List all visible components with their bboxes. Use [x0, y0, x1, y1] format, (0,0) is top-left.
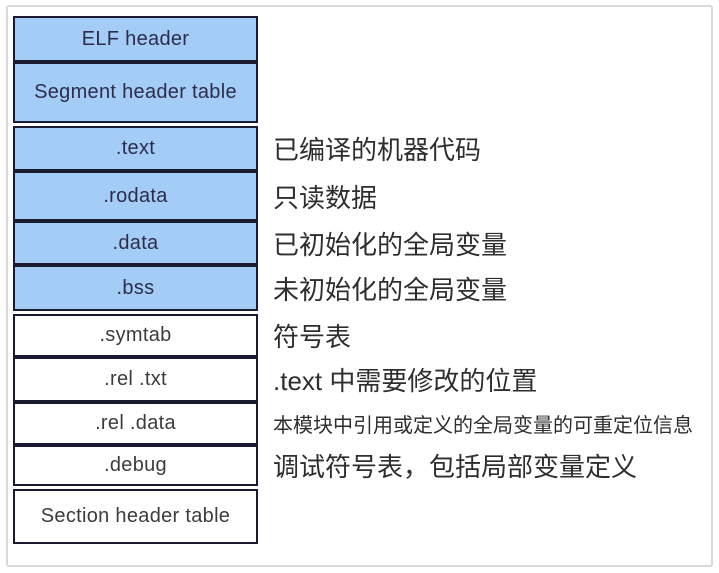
section-label: Section header table — [40, 505, 231, 527]
table-row-rodata: .rodata 只读数据 — [13, 171, 693, 221]
table-row-section-header-table: Section header table — [13, 489, 693, 544]
section-desc: 符号表 — [273, 322, 352, 352]
section-label: Segment header table — [34, 81, 237, 103]
section-label: .rodata — [103, 184, 168, 207]
section-cell-bss: .bss — [13, 265, 258, 311]
section-cell-segment-header-table: Segment header table — [13, 62, 258, 123]
section-desc: 本模块中引用或定义的全局变量的可重定位信息 — [273, 415, 693, 437]
section-cell-section-header-table: Section header table — [13, 489, 258, 544]
table-row-rel-txt: .rel .txt .text 中需要修改的位置 — [13, 357, 693, 402]
section-desc: 只读数据 — [273, 182, 378, 213]
section-cell-debug: .debug — [13, 445, 258, 486]
section-cell-elf-header: ELF header — [13, 16, 258, 62]
table-row-segment-header-table: Segment header table — [13, 62, 693, 123]
section-label: .rel .txt — [104, 368, 167, 390]
section-desc: 调试符号表，包括局部变量定义 — [273, 452, 638, 482]
section-cell-text: .text — [13, 126, 258, 171]
table-row-data: .data 已初始化的全局变量 — [13, 221, 693, 265]
table-row-symtab: .symtab 符号表 — [13, 314, 693, 357]
section-label: ELF header — [81, 27, 190, 50]
section-cell-symtab: .symtab — [13, 314, 258, 357]
elf-layout-table: ELF header Segment header table .text 已编… — [13, 16, 693, 544]
section-desc: 未初始化的全局变量 — [273, 274, 508, 305]
table-row-debug: .debug 调试符号表，包括局部变量定义 — [13, 445, 693, 486]
section-desc: .text 中需要修改的位置 — [273, 366, 538, 396]
table-row-rel-data: .rel .data 本模块中引用或定义的全局变量的可重定位信息 — [13, 402, 693, 445]
section-label: .text — [115, 137, 156, 159]
section-label: .data — [112, 231, 159, 254]
section-label: .debug — [104, 454, 167, 476]
section-desc: 已编译的机器代码 — [273, 135, 482, 165]
section-cell-rel-txt: .rel .txt — [13, 357, 258, 402]
section-cell-rel-data: .rel .data — [13, 402, 258, 445]
section-cell-data: .data — [13, 221, 258, 265]
section-cell-rodata: .rodata — [13, 171, 258, 221]
table-row-text: .text 已编译的机器代码 — [13, 126, 693, 171]
table-row-bss: .bss 未初始化的全局变量 — [13, 265, 693, 311]
section-label: .bss — [116, 276, 155, 299]
section-label: .symtab — [99, 324, 172, 346]
section-label: .rel .data — [95, 412, 176, 434]
table-row-elf-header: ELF header — [13, 16, 693, 62]
section-desc: 已初始化的全局变量 — [273, 229, 508, 260]
